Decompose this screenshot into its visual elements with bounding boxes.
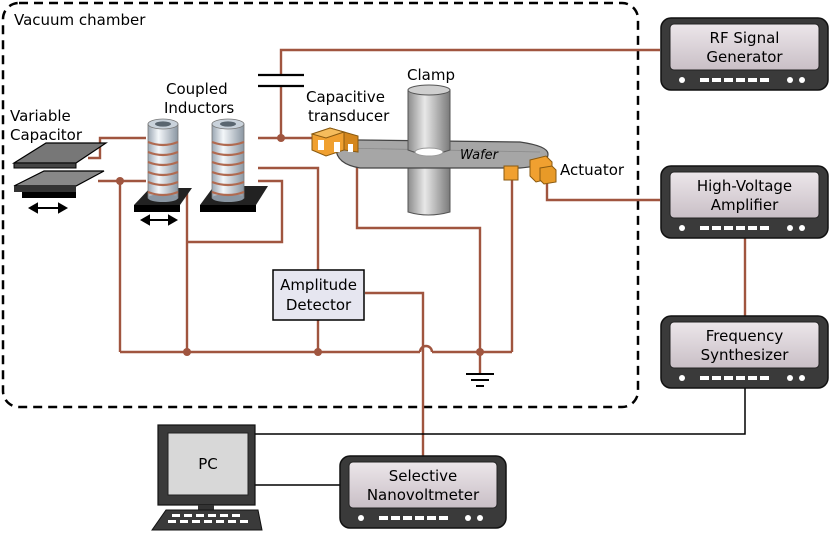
wires — [88, 48, 747, 456]
coupling-capacitor — [258, 73, 304, 88]
junction-dots — [116, 134, 484, 356]
capacitive-transducer-label-2: transducer — [308, 107, 390, 125]
coupled-inductors — [134, 118, 268, 212]
frequency-synthesizer-label-2: Synthesizer — [701, 346, 790, 364]
pc-wires — [255, 388, 746, 486]
amplitude-detector-label-1: Amplitude — [280, 276, 357, 294]
variable-capacitor-label-1: Variable — [10, 107, 71, 125]
rf-signal-generator-label-1: RF Signal — [710, 29, 780, 47]
capacitive-transducer — [310, 127, 359, 157]
clamp-label: Clamp — [407, 66, 455, 84]
rf-signal-generator: RF Signal Generator — [660, 17, 829, 91]
vacuum-chamber-label: Vacuum chamber — [14, 11, 146, 29]
inductor-arrow — [139, 214, 179, 226]
high-voltage-amplifier: High-Voltage Amplifier — [660, 165, 829, 239]
ground-symbol — [466, 373, 494, 387]
clamp-top — [407, 84, 451, 157]
selective-nanovoltmeter-label-1: Selective — [389, 467, 458, 485]
amplitude-detector: Amplitude Detector — [272, 269, 365, 321]
amplitude-detector-label-2: Detector — [286, 296, 352, 314]
rf-signal-generator-label-2: Generator — [706, 48, 783, 66]
frequency-synthesizer: Frequency Synthesizer — [660, 315, 829, 389]
capacitive-transducer-label-1: Capacitive — [306, 88, 385, 106]
actuator — [503, 155, 557, 185]
variable-capacitor-label-2: Capacitor — [10, 126, 83, 144]
variable-capacitor-arrow — [27, 202, 69, 214]
wafer-label: Wafer — [460, 148, 500, 163]
high-voltage-amplifier-label-2: Amplifier — [711, 196, 779, 214]
frequency-synthesizer-label-1: Frequency — [706, 327, 784, 345]
vacuum-chamber-border — [1, 1, 640, 409]
variable-capacitor — [11, 142, 108, 198]
selective-nanovoltmeter: Selective Nanovoltmeter — [339, 455, 507, 529]
actuator-label: Actuator — [560, 161, 625, 179]
coupled-inductors-label-2: Inductors — [164, 99, 234, 117]
pc: PC — [151, 424, 263, 531]
selective-nanovoltmeter-label-2: Nanovoltmeter — [367, 486, 480, 504]
coupled-inductors-label-1: Coupled — [166, 80, 228, 98]
high-voltage-amplifier-label-1: High-Voltage — [697, 177, 792, 195]
pc-label: PC — [198, 455, 218, 473]
